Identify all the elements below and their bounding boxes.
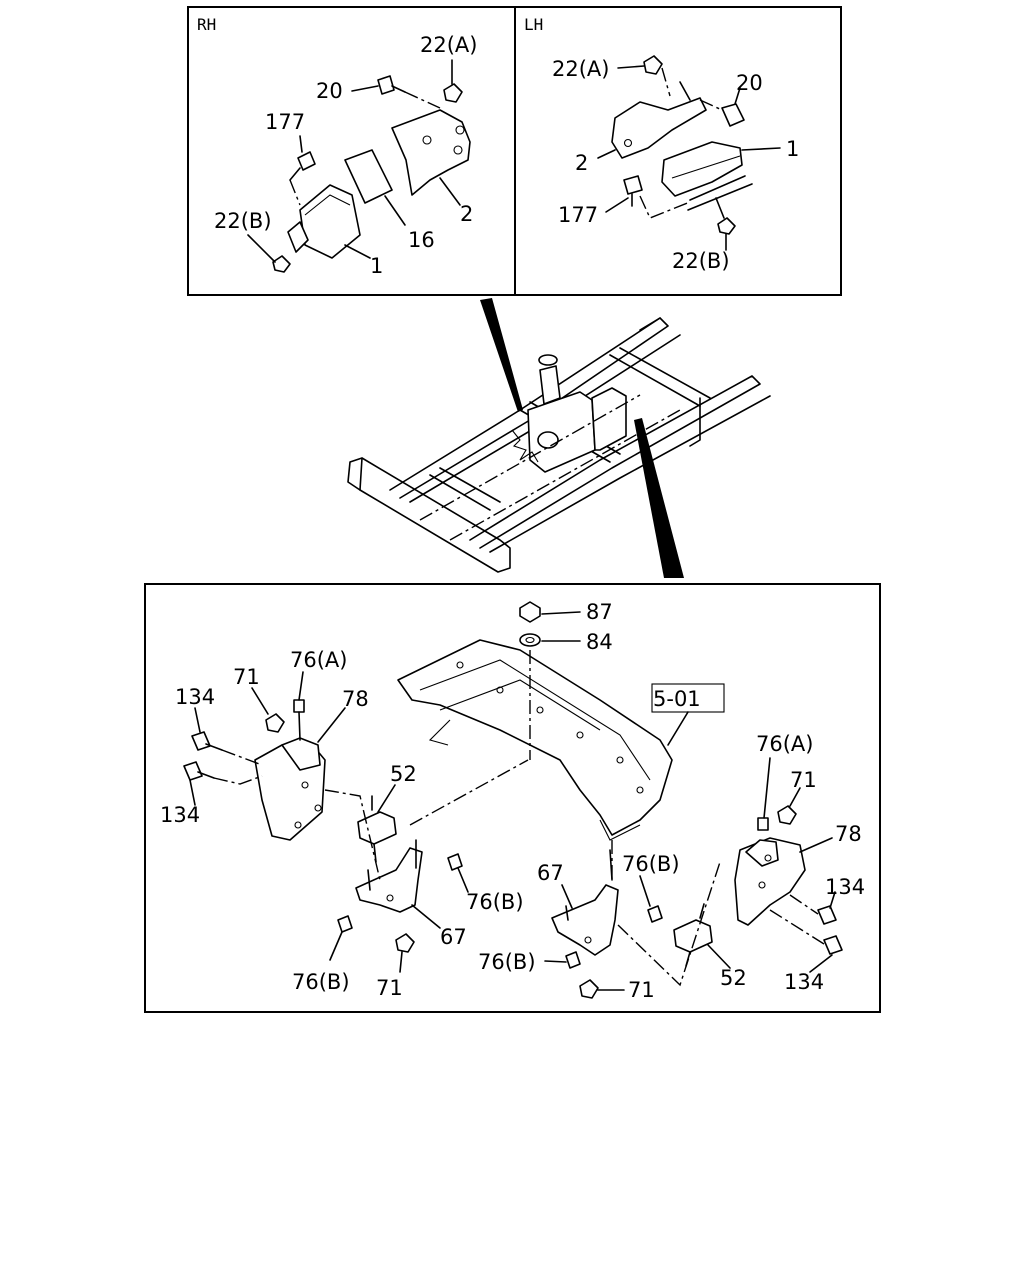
- bolt-134-lower-left: [183, 761, 203, 781]
- bolt-76a-left: [293, 699, 305, 713]
- bolt-134-upper-right: [817, 905, 837, 925]
- label-134-lower-right: 134: [784, 970, 824, 994]
- bolt-20: [721, 103, 745, 127]
- bracket-67-left: [355, 847, 423, 913]
- insulator-52-left: [357, 811, 397, 845]
- callout-pointer-top: [480, 298, 523, 412]
- label-71-right-lower: 71: [628, 978, 655, 1002]
- label-76a-left: 76(A): [290, 648, 347, 672]
- lh-panel: LH 22(A) 20 1 2 177 22(B): [514, 6, 842, 296]
- nut-22b: [272, 255, 291, 273]
- bolt-76a-right: [757, 817, 769, 831]
- label-134-upper-left: 134: [175, 685, 215, 709]
- nut-87: [519, 601, 541, 623]
- lh-label-20: 20: [736, 71, 763, 95]
- bolt-134-upper-left: [191, 731, 211, 751]
- ref-label: 5-01: [653, 687, 701, 711]
- crossmember: [397, 639, 673, 836]
- bolt-76b-right-upper: [647, 905, 663, 923]
- bolt-76b-left-lower: [337, 915, 353, 933]
- rh-label-177: 177: [265, 110, 305, 134]
- label-134-upper-right: 134: [825, 875, 865, 899]
- label-52-right: 52: [720, 966, 747, 990]
- bracket-2: [391, 109, 471, 196]
- rh-label-2: 2: [460, 202, 473, 226]
- washer-84: [519, 633, 541, 647]
- nut-22b: [717, 217, 736, 235]
- bracket-2: [611, 97, 707, 159]
- nut-71-right-lower: [579, 979, 599, 999]
- mount-location-mark: [511, 429, 539, 463]
- chassis-overview: [347, 298, 771, 578]
- callout-pointer-bottom: [634, 418, 684, 578]
- bolt-177: [297, 151, 316, 171]
- label-76a-right: 76(A): [756, 732, 813, 756]
- rh-label-1: 1: [370, 254, 383, 278]
- bolt-76b-right-lower: [565, 951, 581, 969]
- label-87: 87: [586, 600, 613, 624]
- bottom-panel: 5-01 87 84 76(A) 71 78 134 134 52 76(B) …: [144, 583, 881, 1013]
- lh-title: LH: [524, 15, 543, 34]
- shim-16: [344, 149, 393, 204]
- rh-label-22b: 22(B): [214, 209, 272, 233]
- nut-22a: [443, 83, 463, 103]
- bracket-67-right: [551, 884, 619, 956]
- label-78-left: 78: [342, 687, 369, 711]
- mount-1: [661, 141, 743, 197]
- lh-label-177: 177: [558, 203, 598, 227]
- lh-label-2: 2: [575, 151, 588, 175]
- bolt-134-lower-right: [823, 935, 843, 955]
- label-78-right: 78: [835, 822, 862, 846]
- nut-22a: [643, 55, 663, 75]
- mount-1: [299, 184, 361, 259]
- label-84: 84: [586, 630, 613, 654]
- bracket-78-right: [734, 837, 806, 926]
- label-71-right: 71: [790, 768, 817, 792]
- nut-71-right: [777, 805, 797, 825]
- label-67-left: 67: [440, 925, 467, 949]
- label-76b-left-upper: 76(B): [466, 890, 524, 914]
- transmission: [591, 387, 627, 451]
- label-134-lower-left: 134: [160, 803, 200, 827]
- nut-71-left-lower: [395, 933, 415, 953]
- label-76b-right-lower: 76(B): [478, 950, 536, 974]
- label-67-right: 67: [537, 861, 564, 885]
- rh-panel: RH 22(A) 20 177 22(B) 1: [187, 6, 516, 296]
- rh-label-16: 16: [408, 228, 435, 252]
- lh-label-1: 1: [786, 137, 799, 161]
- label-76b-left-lower: 76(B): [292, 970, 350, 994]
- lh-label-22b: 22(B): [672, 249, 730, 273]
- insulator-52-right: [673, 919, 713, 953]
- bolt-20: [377, 75, 395, 95]
- rh-label-20: 20: [316, 79, 343, 103]
- front-crossmember: [347, 457, 511, 573]
- rh-label-22a: 22(A): [420, 33, 477, 57]
- rh-title: RH: [197, 15, 216, 34]
- lh-label-22a: 22(A): [552, 57, 609, 81]
- label-76b-right-upper: 76(B): [622, 852, 680, 876]
- bolt-177: [623, 175, 643, 195]
- bolt-76b-left-upper: [447, 853, 463, 871]
- label-71-left: 71: [233, 665, 260, 689]
- label-71-left-lower: 71: [376, 976, 403, 1000]
- engine-block: [527, 391, 596, 473]
- nut-71-left: [265, 713, 285, 733]
- label-52-left: 52: [390, 762, 417, 786]
